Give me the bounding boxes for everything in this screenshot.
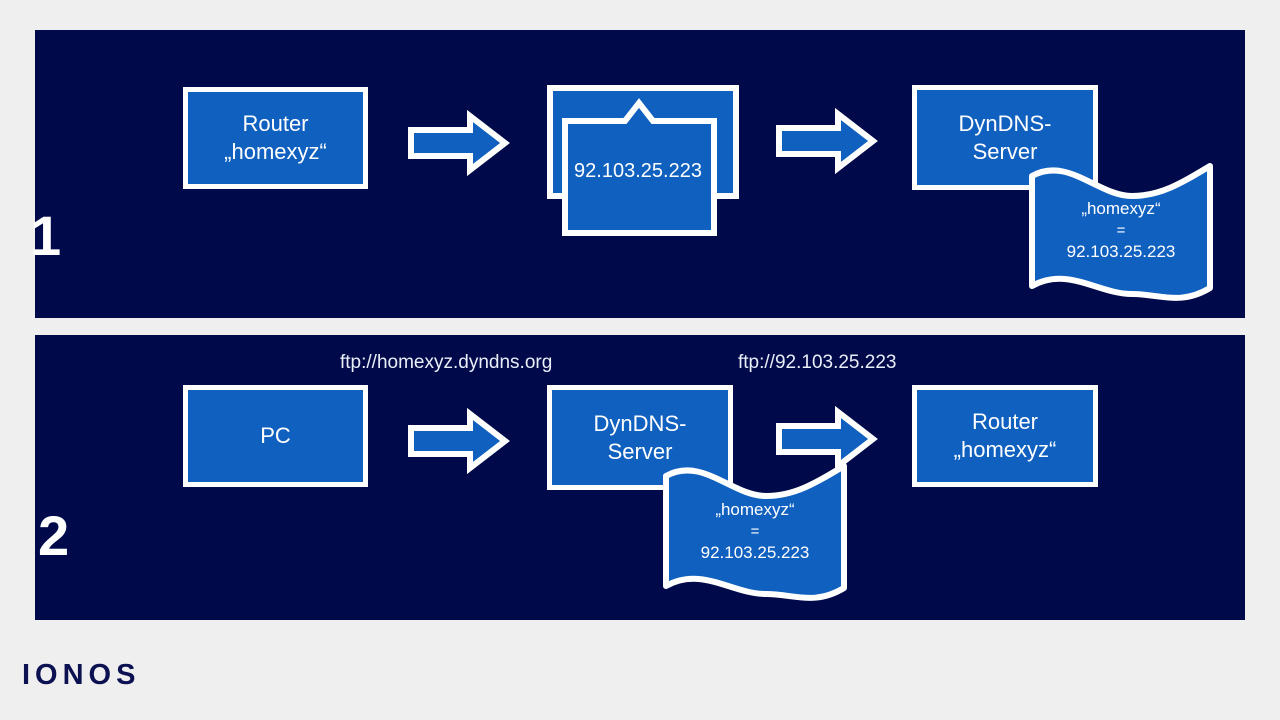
url-label-ip: ftp://92.103.25.223 bbox=[738, 352, 897, 373]
pc-box-step2-label: PC bbox=[260, 423, 291, 449]
arrow-pc-to-dyndns-icon bbox=[408, 407, 510, 475]
arrow-router-to-envelope-icon bbox=[408, 109, 510, 177]
arrow-envelope-to-dyndns-icon bbox=[776, 107, 878, 175]
router-box-step1[interactable]: Router „homexyz“ bbox=[183, 87, 368, 189]
dns-record-banner-step2 bbox=[662, 462, 848, 610]
dyndns-server-box-step1-label: DynDNS- Server bbox=[958, 110, 1052, 164]
step-number-1: 1 bbox=[30, 204, 62, 267]
router-box-step2[interactable]: Router „homexyz“ bbox=[912, 385, 1098, 487]
step-number-2: 2 bbox=[38, 504, 70, 567]
envelope-icon bbox=[543, 81, 743, 246]
pc-box-step2[interactable]: PC bbox=[183, 385, 368, 487]
router-box-step2-label: Router „homexyz“ bbox=[953, 409, 1057, 462]
dyndns-server-box-step2-label: DynDNS- Server bbox=[593, 410, 687, 464]
url-label-hostname: ftp://homexyz.dyndns.org bbox=[340, 352, 553, 373]
ionos-logo: IONOS bbox=[22, 659, 141, 691]
arrow-dyndns-to-router-icon bbox=[776, 405, 878, 473]
router-box-step1-label: Router „homexyz“ bbox=[224, 111, 327, 164]
dns-record-banner-step1 bbox=[1028, 162, 1214, 310]
